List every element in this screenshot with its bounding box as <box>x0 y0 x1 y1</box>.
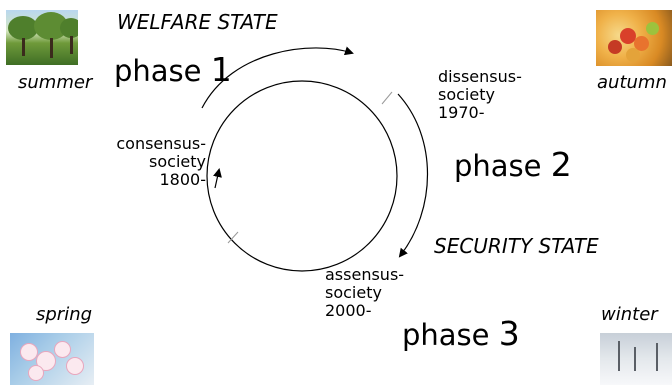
consensus-society-label: consensus- society 1800- <box>100 135 206 189</box>
dissensus-line2: society <box>438 85 495 104</box>
consensus-line2: society <box>149 152 206 171</box>
dissensus-line3: 1970- <box>438 103 485 122</box>
consensus-line3: 1800- <box>159 170 207 189</box>
spring-blossom-photo <box>10 333 94 385</box>
dissensus-society-label: dissensus- society 1970- <box>438 68 522 122</box>
phase-3-number: 3 <box>498 314 520 353</box>
phase-1-number: 1 <box>210 50 232 89</box>
autumn-apples-photo <box>596 10 672 66</box>
consensus-line1: consensus- <box>116 134 206 153</box>
security-state-label: SECURITY STATE <box>434 234 599 258</box>
season-autumn-label: autumn <box>597 72 667 93</box>
summer-orchard-photo <box>6 10 78 65</box>
phase-3-label: phase 3 <box>402 314 520 353</box>
welfare-state-label: WELFARE STATE <box>117 10 278 34</box>
boundary-tick-sw <box>227 231 239 244</box>
season-winter-label: winter <box>601 304 658 325</box>
dissensus-line1: dissensus- <box>438 67 522 86</box>
season-spring-label: spring <box>36 304 93 325</box>
assensus-society-label: assensus- society 2000- <box>325 266 404 320</box>
phase-1-word: phase <box>114 54 202 88</box>
phase-1-label: phase 1 <box>114 50 232 89</box>
cycle-direction-arrow <box>213 168 222 189</box>
phase-2-number: 2 <box>550 145 572 184</box>
assensus-line1: assensus- <box>325 265 405 284</box>
phase-2-word: phase <box>454 149 542 183</box>
assensus-line2: society <box>325 283 382 302</box>
phase-2-label: phase 2 <box>454 145 572 184</box>
winter-snow-photo <box>600 333 672 385</box>
society-cycle-circle <box>206 80 398 272</box>
phase-1-arc <box>201 46 354 109</box>
phase-3-word: phase <box>402 318 490 352</box>
assensus-line3: 2000- <box>325 301 372 320</box>
phase-2-arc <box>397 93 429 258</box>
season-summer-label: summer <box>18 72 93 93</box>
boundary-tick-ne <box>381 91 393 105</box>
